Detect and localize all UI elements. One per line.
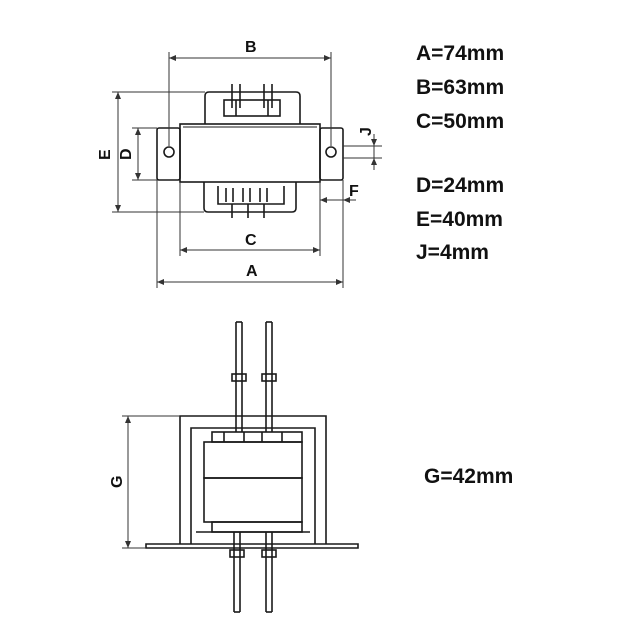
bottom-terminal-block xyxy=(217,186,285,205)
dim-label-a: A xyxy=(246,263,258,280)
bottom-terminal-frame xyxy=(203,182,297,213)
top-view xyxy=(156,84,344,218)
front-view-arrowheads xyxy=(125,416,131,548)
top-terminal-strip xyxy=(211,431,303,443)
bottom-wire-sleeve-right xyxy=(261,549,277,558)
inner-bracket xyxy=(190,427,316,544)
dim-label-c: C xyxy=(245,232,257,249)
spec-j: J=4mm xyxy=(416,241,489,264)
spec-d: D=24mm xyxy=(416,174,505,197)
spec-c: C=50mm xyxy=(416,110,505,133)
spec-g: G=42mm xyxy=(424,465,514,488)
left-mounting-hole xyxy=(163,146,175,158)
core-body xyxy=(179,123,321,183)
base-feet xyxy=(145,543,359,549)
upper-winding xyxy=(203,441,303,479)
front-view-dimensions xyxy=(122,415,180,549)
bottom-wire-sleeve-left xyxy=(229,549,245,558)
bottom-terminal-strip xyxy=(211,521,303,533)
top-terminal-frame xyxy=(204,91,301,124)
dim-label-d: D xyxy=(118,148,135,160)
top-wire-sleeve-left xyxy=(231,373,247,382)
front-view xyxy=(145,321,359,613)
dim-label-f: F xyxy=(349,183,359,200)
top-terminal-block xyxy=(223,99,281,117)
spec-a: A=74mm xyxy=(416,42,505,65)
dim-label-g: G xyxy=(109,476,126,488)
spec-e: E=40mm xyxy=(416,208,503,231)
dim-label-j: J xyxy=(358,127,375,136)
outer-bracket xyxy=(179,415,327,544)
spec-b: B=63mm xyxy=(416,76,505,99)
dim-label-b: B xyxy=(245,39,257,56)
top-view-dimensions xyxy=(112,52,382,288)
top-view-labels: B C A E D J F xyxy=(97,39,375,280)
top-wire-sleeve-right xyxy=(261,373,277,382)
top-view-arrowheads xyxy=(115,55,377,285)
lower-winding xyxy=(203,477,303,523)
dim-label-e: E xyxy=(97,149,114,160)
right-mounting-hole xyxy=(325,146,337,158)
